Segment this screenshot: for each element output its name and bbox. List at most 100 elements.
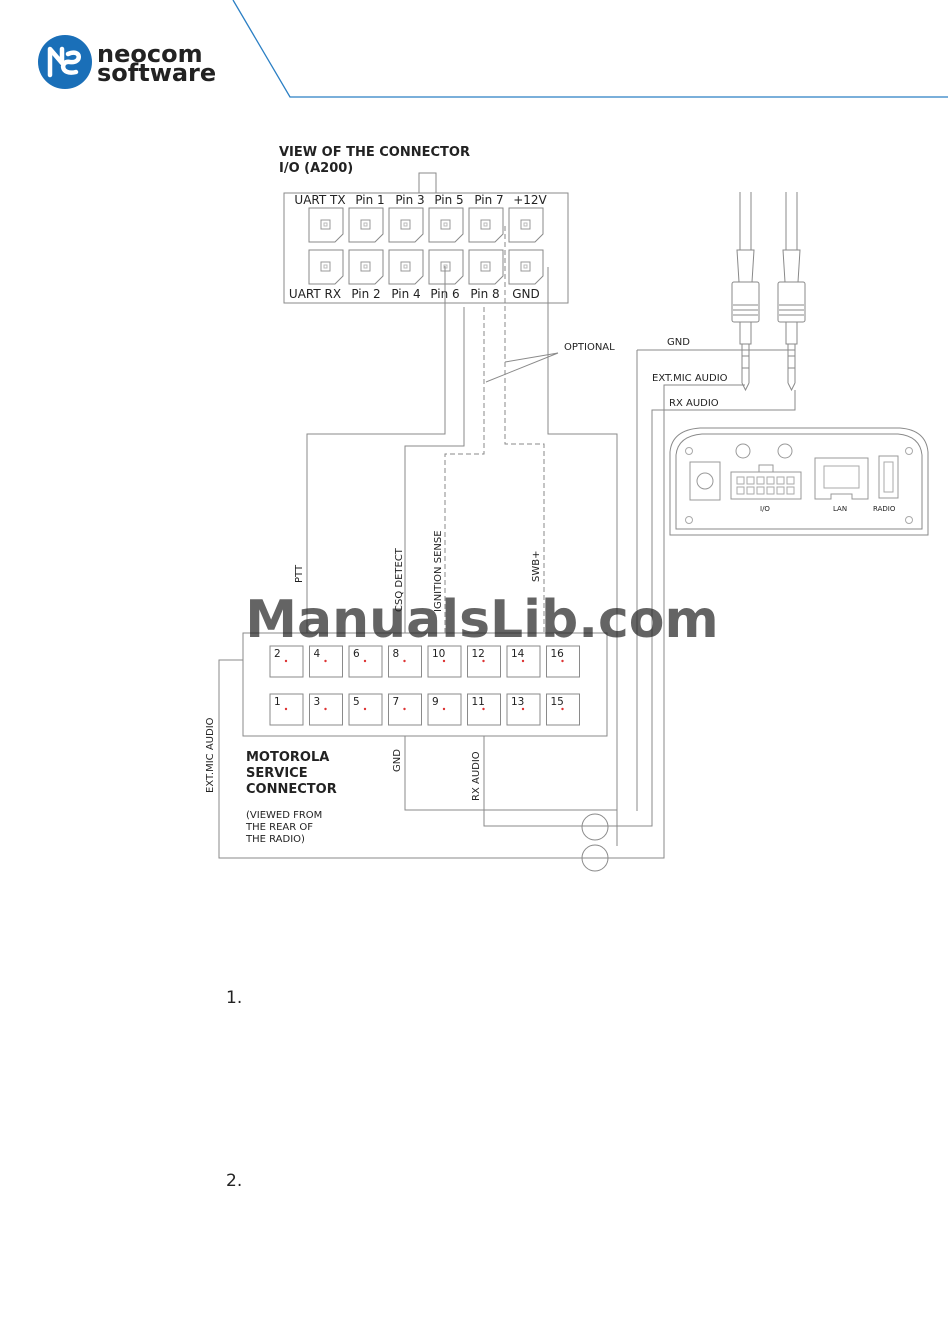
logo-text-line2: software — [97, 59, 216, 87]
motorola-pin-number: 8 — [393, 648, 400, 660]
device-io-pin-icon — [746, 476, 755, 485]
io-pin-label-bottom: Pin 8 — [470, 287, 499, 301]
motorola-pin-number: 1 — [274, 696, 281, 708]
wires — [218, 226, 796, 872]
device-io-pin-icon — [756, 476, 765, 485]
signal-label-swb: SWB+ — [531, 551, 542, 582]
device-io-pin-icon — [756, 486, 765, 495]
io-pin-label-top: Pin 1 — [355, 193, 384, 207]
radio-port-icon — [878, 455, 899, 499]
audio-jack-left — [731, 192, 760, 392]
io-pin-cell-bottom — [468, 249, 504, 285]
ferrite-ring-1 — [581, 813, 609, 841]
motorola-title-line3: CONNECTOR — [246, 782, 337, 797]
device-io-pin-icon — [786, 476, 795, 485]
io-connector: VIEW OF THE CONNECTOR I/O (A200) UART TX… — [279, 145, 569, 304]
signal-label-ptt: PTT — [294, 564, 305, 583]
signal-label-csq-detect: CSQ DETECT — [394, 547, 405, 612]
motorola-pin: 6 — [348, 645, 383, 678]
wire-motorola-rx — [483, 390, 796, 827]
motorola-pin-number: 7 — [393, 696, 400, 708]
motorola-pin-number: 13 — [511, 696, 524, 708]
motorola-pin: 15 — [546, 693, 580, 726]
antenna-connector-icon — [735, 443, 751, 459]
io-pin-label-top: UART TX — [294, 193, 345, 207]
io-pin-label-top: Pin 3 — [395, 193, 424, 207]
motorola-pin: 12 — [467, 645, 501, 678]
antenna-connector-icon — [777, 443, 793, 459]
rx-audio-label: RX AUDIO — [669, 398, 719, 409]
device-io-pin-icon — [766, 476, 775, 485]
motorola-pin-number: 2 — [274, 648, 281, 660]
io-pin-label-bottom: UART RX — [289, 287, 341, 301]
device-radio-label: RADIO — [873, 505, 896, 513]
wire-csq-detect — [404, 307, 465, 660]
screw-icon — [905, 447, 913, 455]
motorola-pin: 3 — [309, 693, 343, 726]
wire-swb — [504, 226, 545, 709]
logo-text-line1: neocom — [97, 40, 203, 68]
motorola-pin-number: 5 — [353, 696, 360, 708]
motorola-pin: 11 — [467, 693, 501, 726]
screw-icon — [685, 516, 693, 524]
io-connector-latch — [418, 172, 437, 194]
header-divider-line — [232, 0, 948, 98]
motorola-pin: 16 — [546, 645, 580, 678]
device-io-pin-icon — [776, 476, 785, 485]
wire-ignition-sense — [444, 307, 485, 660]
device-io-pin-icon — [736, 486, 745, 495]
device-io-pin-icon — [746, 486, 755, 495]
ferrite-ring-2 — [581, 844, 609, 872]
io-pin-label-bottom: Pin 4 — [391, 287, 420, 301]
motorola-pin: 4 — [309, 645, 343, 678]
motorola-pin-number: 9 — [432, 696, 439, 708]
optional-leader — [485, 352, 559, 383]
signal-label-ext-mic-audio: EXT.MIC AUDIO — [205, 717, 216, 793]
audio-jack-right — [777, 192, 806, 392]
list-marker-2: 2. — [226, 1171, 242, 1191]
device-io-pin-icon — [766, 486, 775, 495]
io-connector-title: VIEW OF THE CONNECTOR — [279, 145, 470, 160]
motorola-pin: 8 — [388, 645, 422, 678]
wire-io-gnd — [547, 267, 618, 846]
io-pin-cell-bottom — [508, 249, 544, 285]
ext-mic-audio-label: EXT.MIC AUDIO — [652, 373, 728, 384]
watermark: ManualsLib.com — [245, 590, 718, 650]
power-jack-icon — [689, 461, 721, 501]
header: neocom software — [38, 0, 948, 98]
device-lan-label: LAN — [833, 505, 847, 513]
motorola-pin: 14 — [506, 645, 541, 678]
optional-label: OPTIONAL — [564, 342, 615, 353]
list-marker-1: 1. — [226, 988, 242, 1008]
io-pin-label-top: Pin 7 — [474, 193, 503, 207]
io-pin-cell-top — [428, 207, 464, 243]
io-pin-cell-top — [468, 207, 504, 243]
signal-label-gnd: GND — [392, 749, 403, 772]
motorola-pin: 13 — [506, 693, 541, 726]
motorola-pin-number: 15 — [551, 696, 564, 708]
screw-icon — [685, 447, 693, 455]
io-pin-label-bottom: Pin 2 — [351, 287, 380, 301]
io-pin-cell-bottom — [428, 249, 464, 285]
io-connector-subtitle: I/O (A200) — [279, 161, 353, 176]
io-pin-cell-bottom — [388, 249, 424, 285]
neocom-logo-icon — [38, 35, 92, 89]
device-io-pin-icon — [776, 486, 785, 495]
gateway-device: I/O LAN RADIO — [669, 427, 929, 536]
io-pin-label-top: +12V — [513, 193, 547, 207]
io-port-icon — [730, 471, 802, 500]
device-io-pin-icon — [786, 486, 795, 495]
motorola-pin: 10 — [427, 645, 462, 678]
signal-label-rx-audio: RX AUDIO — [471, 751, 482, 801]
motorola-pin: 1 — [269, 693, 304, 726]
io-pin-cell-top — [388, 207, 424, 243]
motorola-note-line2: THE REAR OF — [245, 822, 313, 833]
device-io-pin-icon — [736, 476, 745, 485]
motorola-pin: 5 — [348, 693, 383, 726]
io-pin-cell-bottom — [348, 249, 384, 285]
motorola-note-line1: (VIEWED FROM — [246, 810, 322, 821]
io-pin-cell-top — [508, 207, 544, 243]
motorola-pin-number: 14 — [511, 648, 525, 660]
lan-port-icon — [814, 457, 869, 500]
motorola-pin-number: 16 — [551, 648, 565, 660]
